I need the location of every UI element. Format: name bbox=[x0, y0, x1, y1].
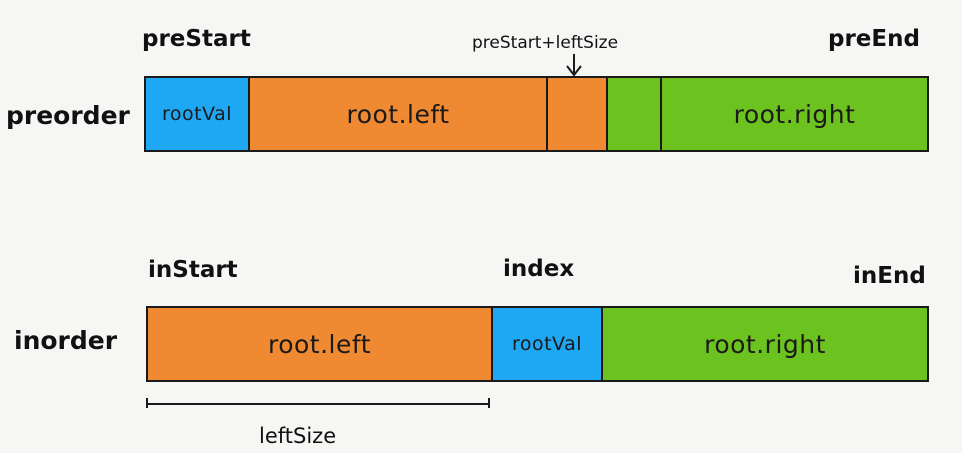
inorder-root-left: root.left bbox=[148, 308, 491, 380]
inorder-root-val: rootVal bbox=[491, 308, 601, 380]
preorder-root-left: root.left bbox=[248, 78, 546, 150]
preorder-root-right: root.right bbox=[660, 78, 927, 150]
preorder-left-tail bbox=[546, 78, 606, 150]
preorder-root-val: rootVal bbox=[146, 78, 248, 150]
preorder-right-head bbox=[606, 78, 660, 150]
in-start-label: inStart bbox=[148, 257, 238, 283]
inorder-label: inorder bbox=[14, 326, 118, 355]
pre-start-plus-left-size-label: preStart+leftSize bbox=[472, 33, 619, 53]
inorder-root-right: root.right bbox=[601, 308, 927, 380]
index-label: index bbox=[503, 256, 575, 282]
left-size-label: leftSize bbox=[259, 424, 337, 448]
pre-start-label: preStart bbox=[142, 26, 251, 52]
preorder-row: rootVal root.left root.right bbox=[144, 76, 929, 152]
preorder-label: preorder bbox=[6, 101, 130, 130]
left-size-bracket bbox=[146, 398, 490, 408]
down-arrow-icon bbox=[566, 54, 582, 77]
inorder-row: root.left rootVal root.right bbox=[146, 306, 929, 382]
pre-end-label: preEnd bbox=[828, 26, 920, 52]
in-end-label: inEnd bbox=[853, 263, 926, 289]
